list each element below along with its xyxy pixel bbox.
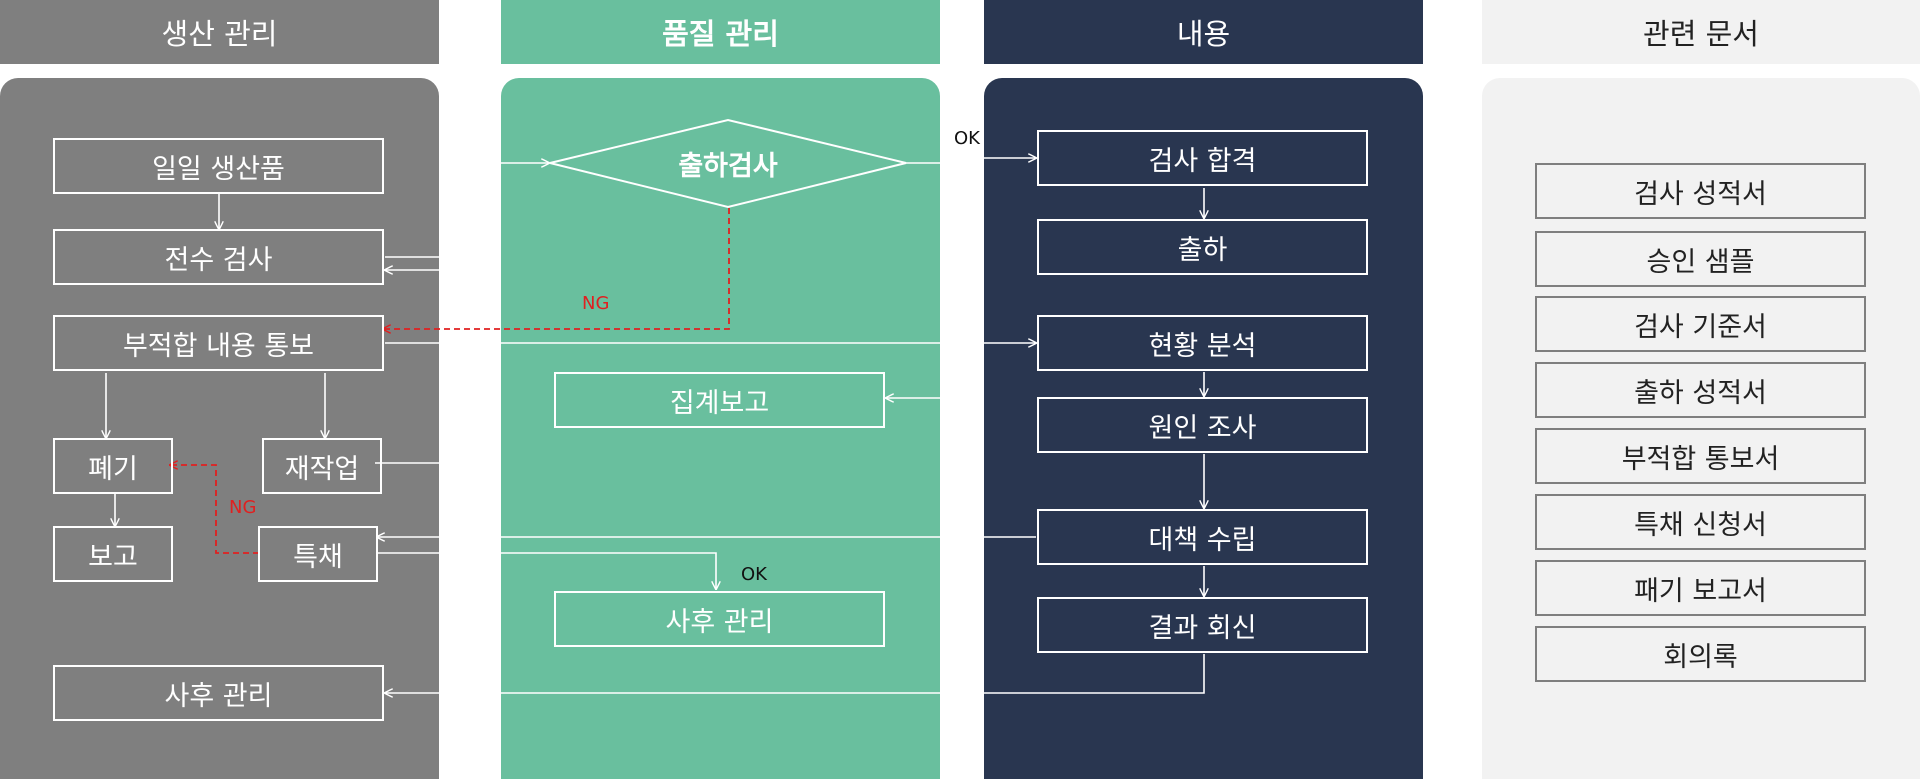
box-result-reply: 결과 회신 (1037, 597, 1368, 653)
arrow-rework-to-inspection (375, 270, 475, 464)
box-cause-investigation: 원인 조사 (1037, 397, 1368, 453)
box-summary-report: 집계보고 (554, 372, 885, 428)
arrow-ng-to-notice (383, 208, 730, 329)
doc-item: 검사 기준서 (1535, 296, 1866, 352)
box-production-follow-up: 사후 관리 (53, 665, 384, 721)
header-production: 생산 관리 (0, 0, 439, 64)
doc-item: 부적합 통보서 (1535, 428, 1866, 484)
panel-quality (501, 78, 940, 779)
doc-item: 특채 신청서 (1535, 494, 1866, 550)
box-nonconformity-notice: 부적합 내용 통보 (53, 315, 384, 371)
header-content: 내용 (984, 0, 1423, 64)
doc-item: 승인 샘플 (1535, 231, 1866, 287)
box-disposal: 폐기 (53, 438, 173, 494)
box-report: 보고 (53, 526, 173, 582)
doc-item: 회의록 (1535, 626, 1866, 682)
arrow-result-to-follow-up (385, 654, 1205, 693)
doc-item: 패기 보고서 (1535, 560, 1866, 616)
box-countermeasure: 대책 수립 (1037, 509, 1368, 565)
arrow-inspection-to-shipping (385, 163, 549, 258)
box-daily-product: 일일 생산품 (53, 138, 384, 194)
header-quality: 품질 관리 (501, 0, 940, 64)
box-special-acceptance: 특채 (258, 526, 378, 582)
label-ok-bottom: OK (741, 564, 767, 585)
label-ng-left: NG (229, 497, 257, 518)
doc-item: 검사 성적서 (1535, 163, 1866, 219)
box-quality-follow-up: 사후 관리 (554, 591, 885, 647)
box-shipping: 출하 (1037, 219, 1368, 275)
shipping-inspection-label: 출하검사 (678, 150, 778, 182)
label-ok-top: OK (954, 128, 980, 149)
label-ng-top: NG (582, 293, 610, 314)
box-full-inspection: 전수 검사 (53, 229, 384, 285)
arrow-special-to-follow-up (377, 552, 716, 589)
arrow-shipping-to-pass (906, 158, 1036, 164)
header-documents: 관련 문서 (1482, 0, 1920, 64)
doc-item: 출하 성적서 (1535, 362, 1866, 418)
box-rework: 재작업 (262, 438, 382, 494)
arrow-to-summary-report (886, 163, 961, 398)
arrow-ng-to-disposal (170, 465, 259, 554)
box-inspection-pass: 검사 합격 (1037, 130, 1368, 186)
box-status-analysis: 현황 분석 (1037, 315, 1368, 371)
shipping-inspection-diamond (549, 118, 907, 209)
